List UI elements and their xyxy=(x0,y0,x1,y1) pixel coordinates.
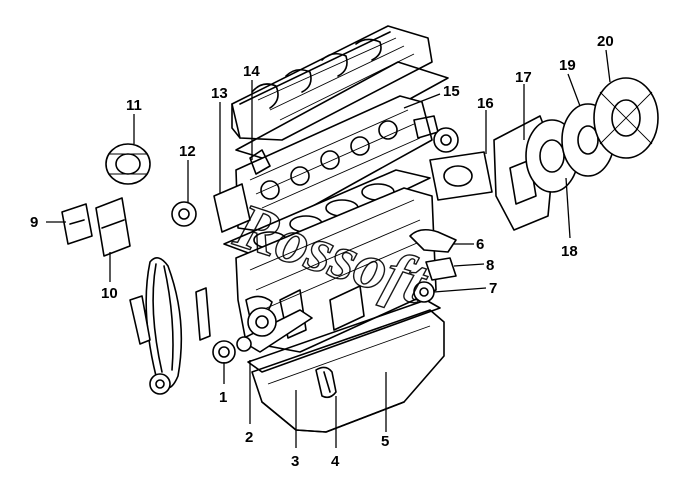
callouts: 1 2 3 4 5 6 7 8 9 10 11 12 13 14 15 16 1… xyxy=(30,33,614,470)
callout-1: 1 xyxy=(219,389,227,406)
callout-18: 18 xyxy=(561,243,578,260)
crank-sprocket xyxy=(212,340,236,364)
leader-lines xyxy=(46,49,611,448)
callout-11: 11 xyxy=(126,97,142,114)
pressure-plate xyxy=(593,77,659,159)
callout-14: 14 xyxy=(243,63,260,80)
callout-2: 2 xyxy=(245,429,253,446)
callout-4: 4 xyxy=(331,453,340,470)
water-outlet xyxy=(425,257,457,281)
callout-17: 17 xyxy=(515,69,532,86)
engine-mount-left xyxy=(61,203,93,245)
callout-19: 19 xyxy=(559,57,576,74)
egr-valve xyxy=(433,127,459,153)
oil-pickup xyxy=(315,366,337,399)
cylinder-head xyxy=(235,95,439,233)
callout-20: 20 xyxy=(597,33,614,50)
callout-12: 12 xyxy=(179,143,196,160)
callout-13: 13 xyxy=(211,85,228,102)
callout-7: 7 xyxy=(489,280,497,297)
timing-chain xyxy=(145,257,183,395)
callout-9: 9 xyxy=(30,214,38,231)
cam-sprocket xyxy=(171,201,197,227)
oil-pan xyxy=(251,309,445,433)
front-cover xyxy=(213,183,251,233)
callout-16: 16 xyxy=(477,95,494,112)
oil-pan-gasket xyxy=(247,299,441,373)
thermostat-housing xyxy=(409,228,457,253)
chain-tensioner xyxy=(129,287,211,345)
callout-3: 3 xyxy=(291,453,299,470)
callout-5: 5 xyxy=(381,433,389,450)
valve-cover xyxy=(231,25,433,141)
idler-pulley xyxy=(105,143,151,185)
callout-15: 15 xyxy=(443,83,460,100)
engine-mount-bracket xyxy=(95,197,131,257)
callout-6: 6 xyxy=(476,236,484,253)
callout-8: 8 xyxy=(486,257,494,274)
crankshaft xyxy=(236,307,313,353)
callout-10: 10 xyxy=(101,285,118,302)
starter-assembly xyxy=(429,151,493,201)
